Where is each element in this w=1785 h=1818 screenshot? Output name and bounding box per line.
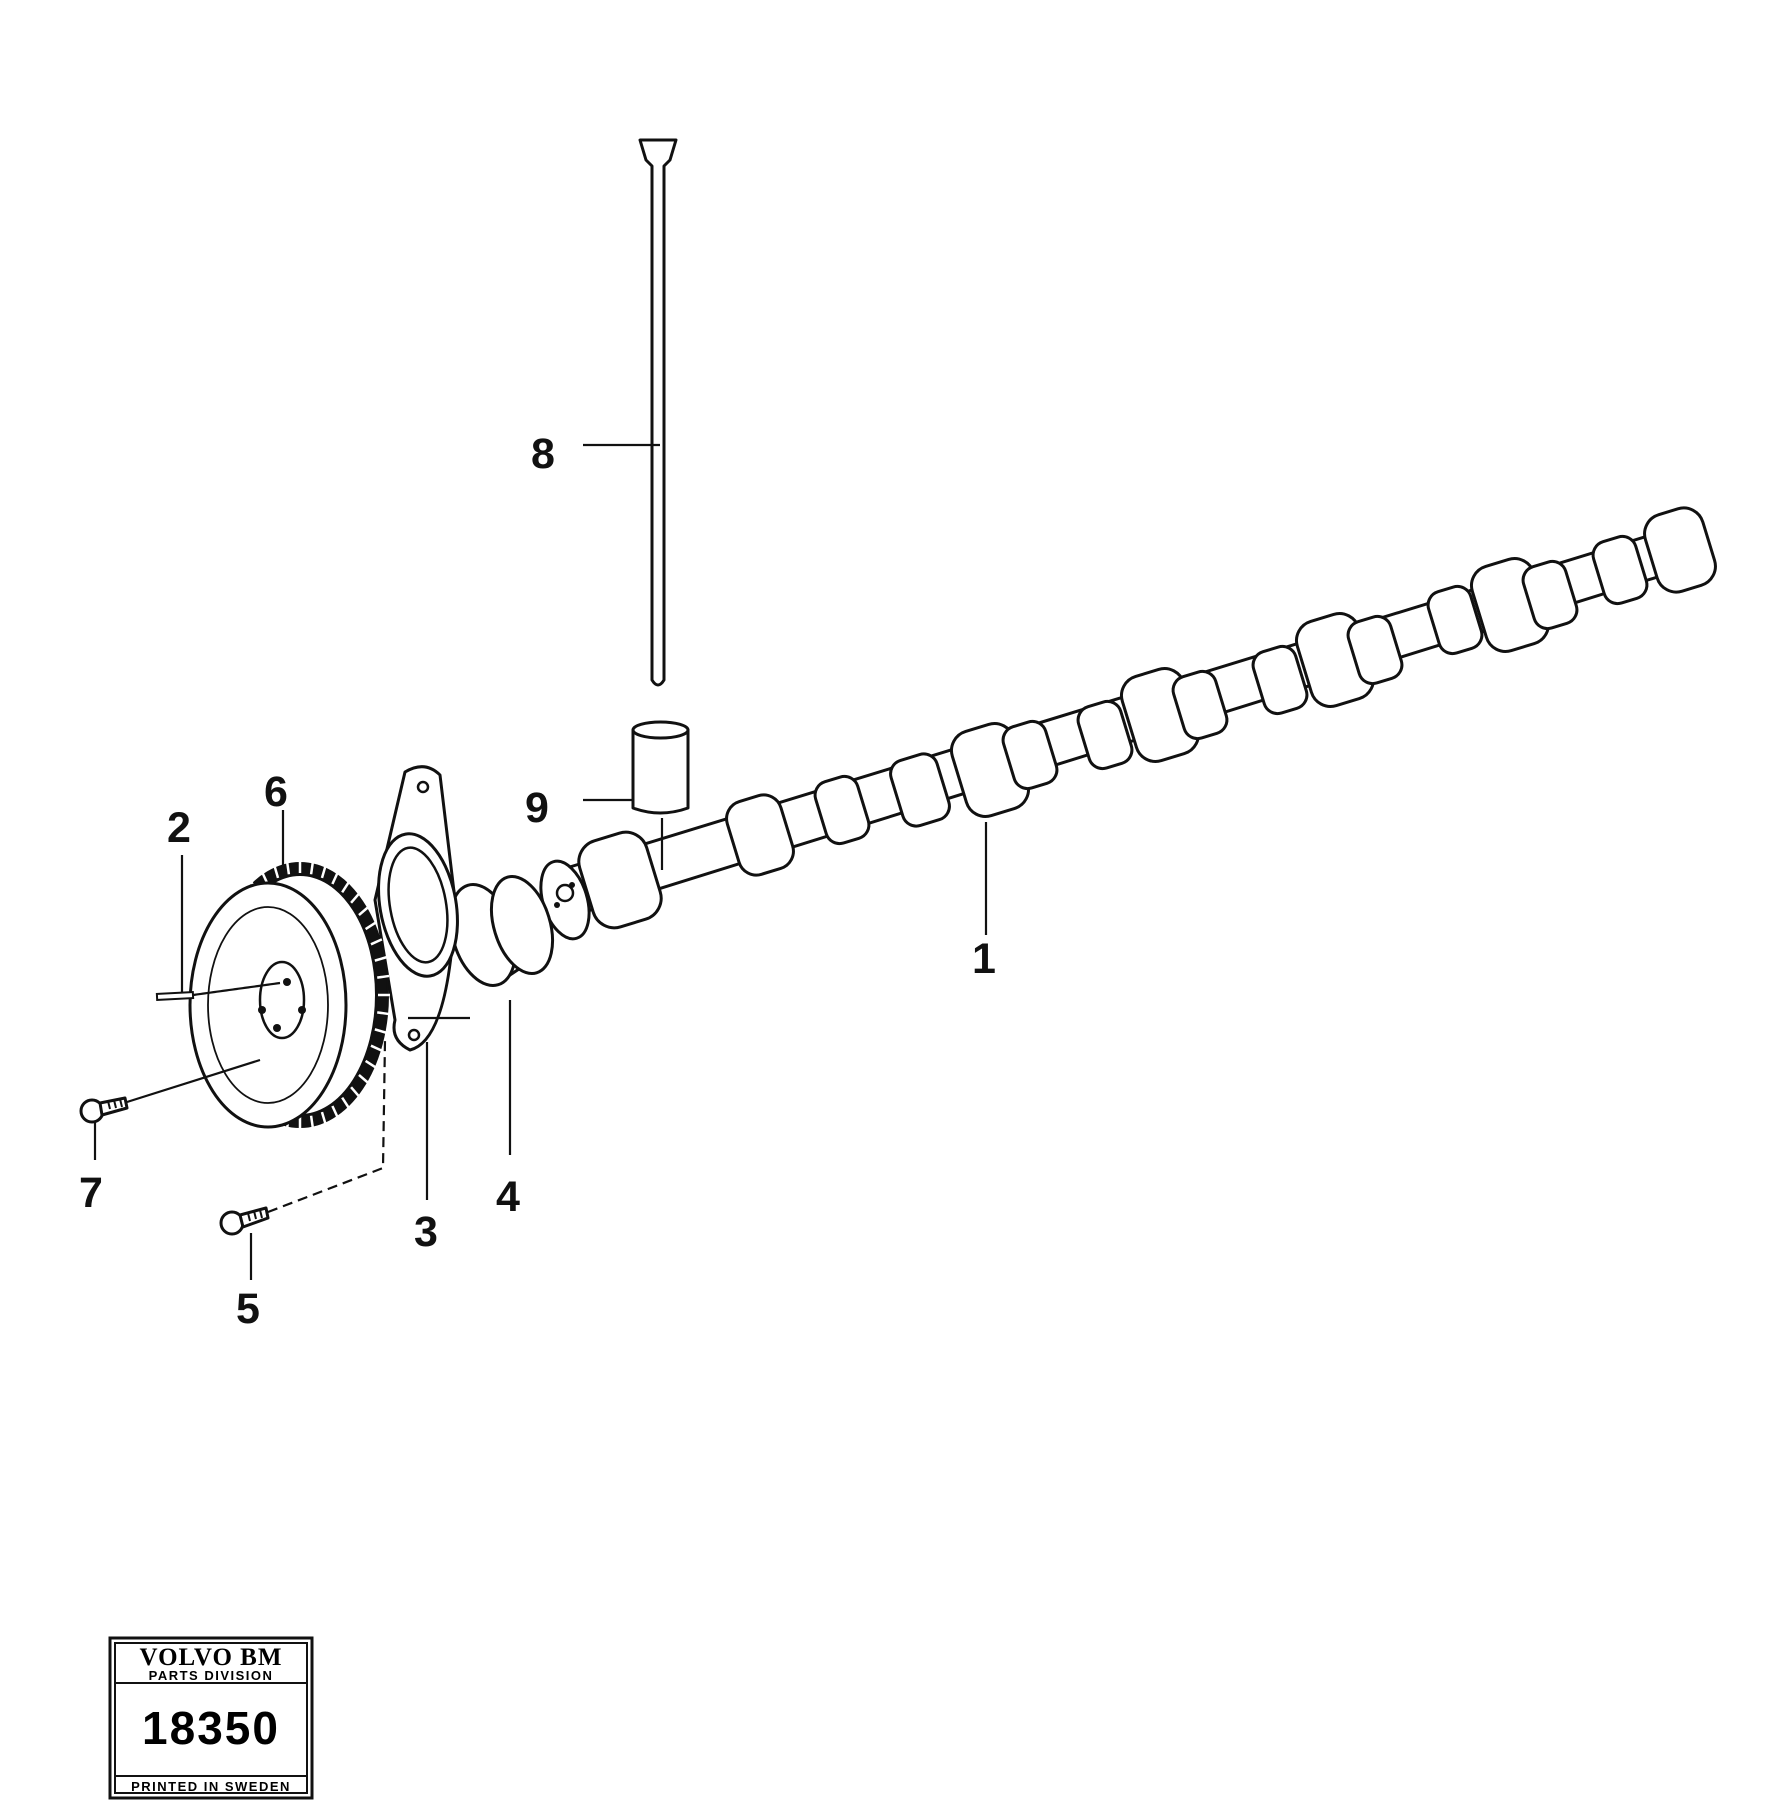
- gear-tooth-gap: [331, 1105, 339, 1118]
- gear-tooth-gap: [341, 881, 350, 894]
- gear-tooth-gap: [273, 866, 280, 879]
- camshaft: [539, 506, 1717, 941]
- push-rod: [638, 138, 678, 687]
- callout-2: 2: [167, 804, 191, 852]
- stamp-division: PARTS DIVISION: [149, 1668, 274, 1683]
- gear-tooth-gap: [285, 862, 291, 875]
- callout-8: 8: [531, 430, 555, 478]
- gear-tooth-gap: [320, 866, 327, 879]
- gear-bolt: [79, 1058, 261, 1124]
- woodruff-key: [155, 981, 281, 1001]
- thrust-flange: [373, 765, 459, 1052]
- gear-tooth-gap: [331, 872, 339, 885]
- gear-tooth-gap: [320, 1111, 327, 1124]
- camshaft-lobes: [577, 506, 1717, 930]
- callout-3: 3: [414, 1208, 438, 1256]
- gear-tooth-gap: [358, 906, 369, 917]
- stamp-brand: VOLVO BM: [140, 1644, 283, 1671]
- gear-tooth-gap: [350, 892, 360, 904]
- flange-bolt: [219, 1039, 387, 1236]
- gear-tooth-gap: [377, 1011, 390, 1016]
- leader-lines: [93, 443, 988, 1280]
- camshaft-gear: [188, 861, 390, 1129]
- valve-tappet: [631, 720, 690, 870]
- gear-tooth-gap: [358, 1073, 369, 1084]
- gear-tooth-gap: [350, 1086, 360, 1098]
- gear-tooth-gap: [377, 974, 390, 979]
- stamp-printed: PRINTED IN SWEDEN: [131, 1779, 291, 1794]
- callout-4: 4: [496, 1173, 520, 1221]
- callout-1: 1: [972, 935, 996, 983]
- callout-labels: 1 2 3 4 5 6 7 8 9: [79, 430, 996, 1333]
- bearing-bush: [449, 874, 555, 987]
- stamp-number: 18350: [142, 1702, 280, 1754]
- gear-tooth-gap: [309, 862, 315, 875]
- callout-9: 9: [525, 784, 549, 832]
- gear-tooth-gap: [374, 956, 387, 962]
- gear-tooth-gap: [364, 921, 377, 931]
- gear-tooth-gap: [341, 1096, 350, 1109]
- callout-7: 7: [79, 1169, 103, 1217]
- gear-tooth-gap: [370, 938, 383, 946]
- gear-tooth-gap: [309, 1115, 315, 1128]
- parts-division-stamp: VOLVO BM PARTS DIVISION 18350 PRINTED IN…: [108, 1636, 314, 1800]
- gear-tooth-gap: [370, 1044, 383, 1052]
- callout-5: 5: [236, 1285, 260, 1333]
- callout-6: 6: [264, 768, 288, 816]
- gear-tooth-gap: [374, 1028, 387, 1034]
- gear-tooth-gap: [364, 1059, 377, 1069]
